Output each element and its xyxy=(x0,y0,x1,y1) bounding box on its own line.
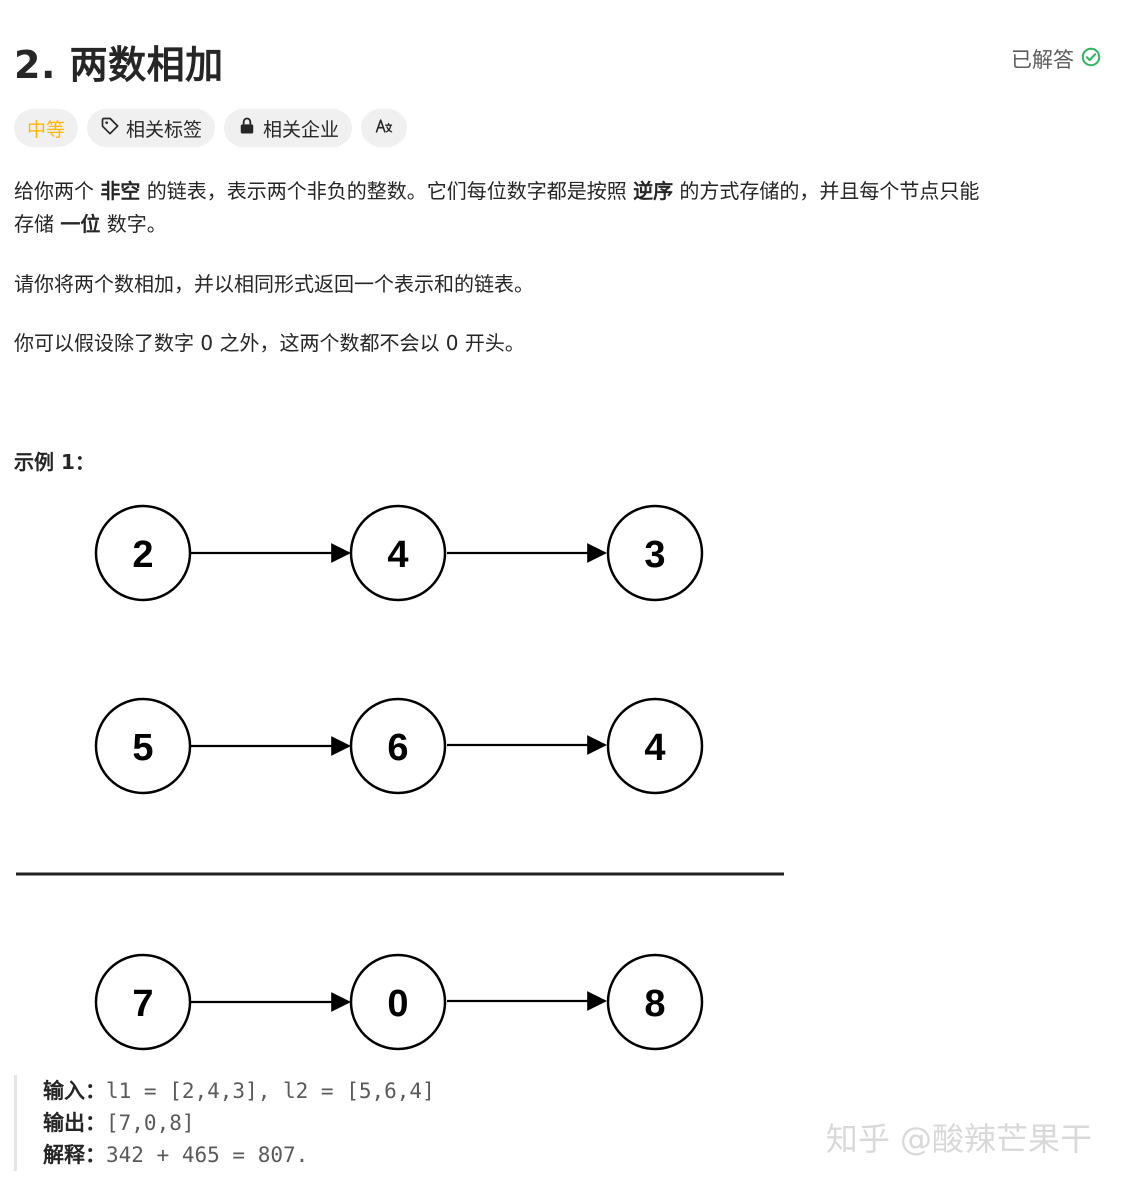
problem-title: 2. 两数相加 xyxy=(14,43,224,87)
node-value: 3 xyxy=(644,534,665,576)
list-row-1: 2 4 3 xyxy=(94,504,704,602)
node-value: 8 xyxy=(644,983,665,1025)
list-node: 8 xyxy=(606,953,704,1051)
description-paragraph-3: 你可以假设除了数字 0 之外，这两个数都不会以 0 开头。 xyxy=(14,331,525,355)
explanation-value: 342 + 465 = 807. xyxy=(106,1143,309,1167)
node-value: 5 xyxy=(132,727,153,769)
list-node: 2 xyxy=(94,504,192,602)
description-paragraph-2: 请你将两个数相加，并以相同形式返回一个表示和的链表。 xyxy=(14,272,534,296)
example-input-line: 输入：l1 = [2,4,3], l2 = [5,6,4] xyxy=(43,1075,435,1107)
list-node: 5 xyxy=(94,697,192,795)
linked-list-diagram: 2 4 3 5 6 4 7 0 8 xyxy=(16,504,784,1051)
node-value: 4 xyxy=(387,534,408,576)
lock-icon xyxy=(237,116,257,141)
related-tags-label: 相关标签 xyxy=(126,118,203,141)
list-node: 4 xyxy=(606,697,704,795)
node-value: 0 xyxy=(387,983,408,1025)
output-label: 输出： xyxy=(43,1111,106,1135)
list-node: 4 xyxy=(349,504,447,602)
difficulty-badge: 中等 xyxy=(14,109,79,147)
solved-label: 已解答 xyxy=(1011,48,1074,72)
related-tags-button[interactable]: 相关标签 xyxy=(87,109,216,147)
input-label: 输入： xyxy=(43,1079,106,1103)
node-value: 4 xyxy=(644,727,665,769)
watermark: 知乎 @酸辣芒果干 xyxy=(825,1120,1092,1158)
input-value: l1 = [2,4,3], l2 = [5,6,4] xyxy=(106,1079,435,1103)
tag-bar: 中等 相关标签 相关企业 xyxy=(14,109,408,147)
translate-button[interactable] xyxy=(361,109,408,147)
output-value: [7,0,8] xyxy=(106,1111,195,1135)
explanation-label: 解释： xyxy=(43,1143,106,1167)
check-circle-icon xyxy=(1080,46,1102,73)
list-node: 3 xyxy=(606,504,704,602)
list-node: 7 xyxy=(94,953,192,1051)
example-io-block: 输入：l1 = [2,4,3], l2 = [5,6,4] 输出：[7,0,8]… xyxy=(14,1075,435,1171)
example-explanation-line: 解释：342 + 465 = 807. xyxy=(43,1139,435,1171)
list-row-3: 7 0 8 xyxy=(94,953,704,1051)
node-value: 6 xyxy=(387,727,408,769)
related-companies-label: 相关企业 xyxy=(263,118,340,141)
solved-status: 已解答 xyxy=(1011,44,1102,74)
list-row-2: 5 6 4 xyxy=(94,697,704,795)
list-node: 0 xyxy=(349,953,447,1051)
tag-icon xyxy=(100,116,120,141)
translate-icon xyxy=(374,116,394,141)
example-title: 示例 1： xyxy=(14,450,95,474)
example-output-line: 输出：[7,0,8] xyxy=(43,1107,435,1139)
description-paragraph-1: 给你两个 非空 的链表，表示两个非负的整数。它们每位数字都是按照 逆序 的方式存… xyxy=(14,179,980,236)
related-companies-button[interactable]: 相关企业 xyxy=(224,109,353,147)
list-node: 6 xyxy=(349,697,447,795)
node-value: 7 xyxy=(132,983,153,1025)
node-value: 2 xyxy=(132,534,153,576)
